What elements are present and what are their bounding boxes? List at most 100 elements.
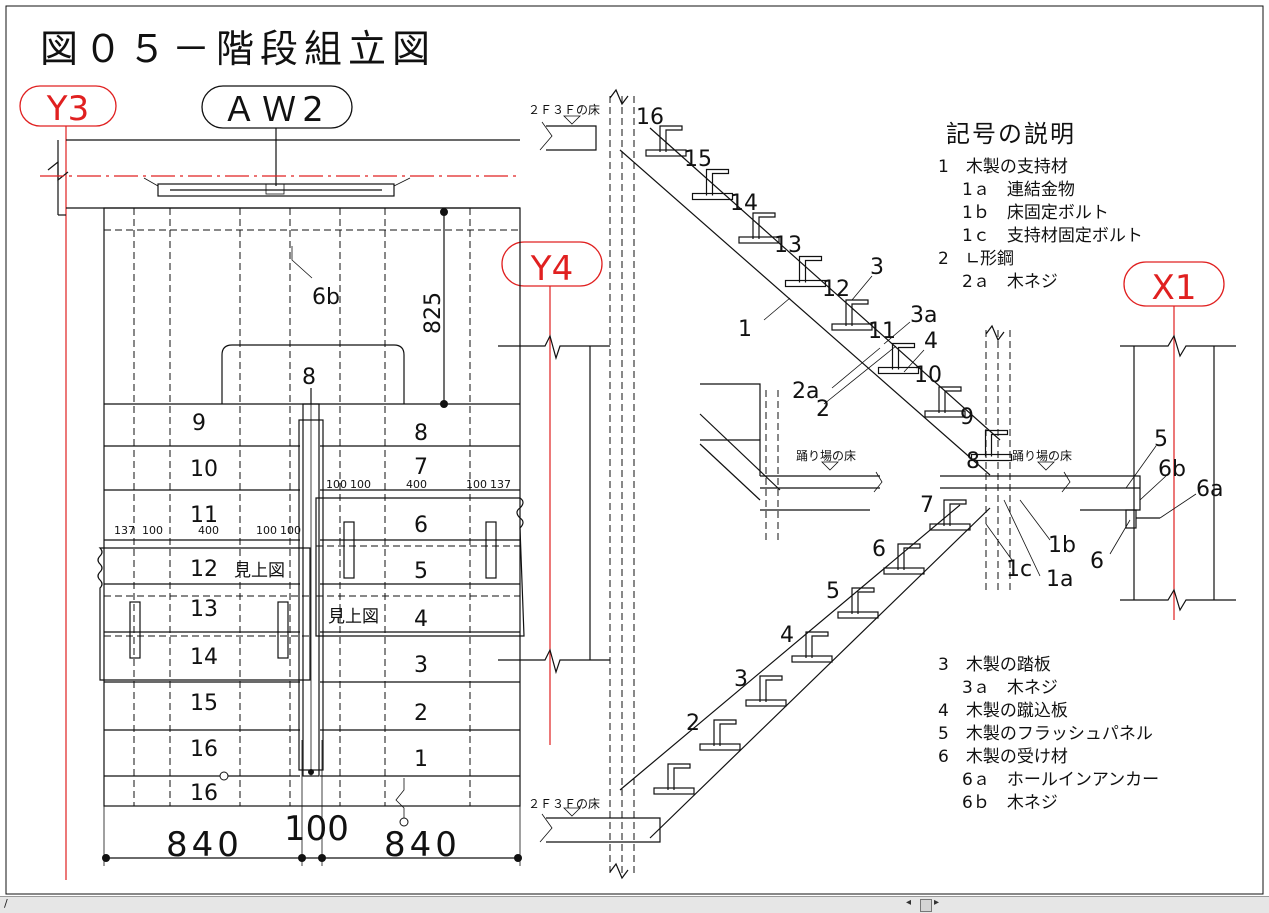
plan-step-left: 11 xyxy=(190,503,218,528)
section-upper-step-numbers: 16 15 14 13 12 11 10 9 8 xyxy=(636,105,980,474)
section-step-number: 9 xyxy=(960,405,974,430)
section-step-number: 14 xyxy=(730,191,758,216)
callout-2a: 2a xyxy=(792,379,819,404)
tread-bracket xyxy=(831,323,873,331)
tread-bracket xyxy=(784,279,827,288)
legend-item: 5 木製のフラッシュパネル xyxy=(938,724,1153,744)
dim-text: 100 xyxy=(350,478,371,491)
grid-label-x1: X1 xyxy=(1152,268,1197,308)
plan-step-left: 13 xyxy=(190,597,218,622)
stair-tread xyxy=(752,212,776,239)
tread-bracket xyxy=(645,149,687,157)
landing-floor-label: 踊り場の床 xyxy=(1012,449,1072,463)
tread-bracket xyxy=(745,699,787,707)
legend-item: 3 木製の踏板 xyxy=(938,655,1051,675)
dim-text: 100 xyxy=(280,524,301,537)
legend-item: 2 ∟形鋼 xyxy=(938,249,1014,269)
callout-6a: 6a xyxy=(1196,477,1223,502)
drawing-title: 図０５－階段組立図 xyxy=(40,27,436,71)
stair-tread xyxy=(897,543,921,570)
plan-step-right: 5 xyxy=(414,559,428,584)
section-step-number: 7 xyxy=(920,493,934,518)
tread-bracket xyxy=(837,611,879,619)
status-bar-text: / xyxy=(4,897,8,910)
section-step-number: 4 xyxy=(780,623,794,648)
callout-1: 1 xyxy=(738,317,752,342)
grid-bubble-x1: X1 xyxy=(1123,261,1225,308)
grid-label-y4: Y4 xyxy=(530,249,573,289)
section-step-number: 15 xyxy=(684,147,712,172)
plan-step-right: 3 xyxy=(414,653,428,678)
callout-6b: 6b xyxy=(1158,457,1186,482)
dim-text: 400 xyxy=(198,524,219,537)
plan-step-left: 10 xyxy=(190,457,218,482)
tread-bracket xyxy=(791,655,833,663)
plan-step-right: 2 xyxy=(414,701,428,726)
view-from-below-label: 見上図 xyxy=(234,561,285,581)
tread-bracket xyxy=(691,192,734,201)
dim-text: 137 xyxy=(490,478,511,491)
callout-3a: 3a xyxy=(910,303,937,328)
legend-item: 1 木製の支持材 xyxy=(938,157,1068,177)
section-step-number: 5 xyxy=(826,579,840,604)
section-step-number: 12 xyxy=(822,277,850,302)
plan-marker-8: 8 xyxy=(302,365,316,390)
stair-tread xyxy=(984,429,1009,457)
legend-item: 6ｂ 木ネジ xyxy=(962,793,1058,813)
scroll-right-arrow[interactable]: ▸ xyxy=(934,897,940,908)
plan-step-right: 1 xyxy=(414,747,428,772)
view-from-below-label: 見上図 xyxy=(328,607,379,627)
landing-floor-label: 踊り場の床 xyxy=(796,449,856,463)
section-step-number: 16 xyxy=(636,105,664,130)
scroll-left-arrow[interactable]: ◂ xyxy=(906,897,912,908)
plan-view xyxy=(40,139,525,866)
plan-step-left: 9 xyxy=(192,411,206,436)
legend-item: 1ｃ 支持材固定ボルト xyxy=(962,226,1143,246)
status-bar: / ◂ ▸ xyxy=(0,896,1269,913)
section-step-number: 3 xyxy=(734,667,748,692)
plan-step-right: 4 xyxy=(414,607,428,632)
stair-tread xyxy=(798,255,823,283)
drawing-frame xyxy=(5,5,1264,895)
section-step-number: 2 xyxy=(686,711,700,736)
grid-label-aw2: ＡＷ2 xyxy=(222,90,330,130)
stair-tread xyxy=(938,386,962,413)
dim-text: 100 xyxy=(256,524,277,537)
tread-bracket xyxy=(883,567,925,575)
stair-tread xyxy=(891,342,916,370)
section-step-number: 11 xyxy=(868,319,896,344)
plan-step-left: 16 xyxy=(190,737,218,762)
tread-bracket xyxy=(970,453,1013,462)
stair-tread xyxy=(713,719,737,746)
legend-item: 1ｂ 床固定ボルト xyxy=(962,203,1109,223)
dim-text: 137 xyxy=(114,524,135,537)
dim-text: 100 xyxy=(142,524,163,537)
legend: 記号の説明 1 木製の支持材 1ａ 連結金物 1ｂ 床固定ボルト 1ｃ 支持材固… xyxy=(938,120,1159,813)
scrollbar-thumb[interactable] xyxy=(920,899,932,912)
tread-bracket xyxy=(877,366,920,375)
stair-tread xyxy=(805,631,829,658)
grid-label-y3: Y3 xyxy=(46,89,89,129)
plan-step-left: 15 xyxy=(190,691,218,716)
plan-steps-left: 9 10 11 12 13 14 15 16 16 xyxy=(190,411,218,806)
dim-text: 400 xyxy=(406,478,427,491)
section-lower-step-numbers: 7 6 5 4 3 2 xyxy=(686,493,934,736)
stair-tread xyxy=(705,168,730,196)
callout-1b: 1b xyxy=(1048,533,1076,558)
tread-bracket xyxy=(699,743,741,751)
stair-tread xyxy=(845,299,869,326)
legend-item: 1ａ 連結金物 xyxy=(962,180,1075,200)
section-step-number: 10 xyxy=(914,363,942,388)
section-step-number: 13 xyxy=(774,233,802,258)
plan-step-left: 16 xyxy=(190,781,218,806)
tread-bracket xyxy=(653,787,695,795)
plan-dim-bottom-right: 840 xyxy=(384,825,461,865)
section-view xyxy=(498,88,1236,880)
grid-bubble-aw2: ＡＷ2 xyxy=(201,85,353,130)
legend-heading: 記号の説明 xyxy=(946,120,1076,148)
tread-bracket xyxy=(924,410,966,418)
stair-tread xyxy=(943,499,967,526)
plan-step-right: 7 xyxy=(414,455,428,480)
callout-5: 5 xyxy=(1154,427,1168,452)
